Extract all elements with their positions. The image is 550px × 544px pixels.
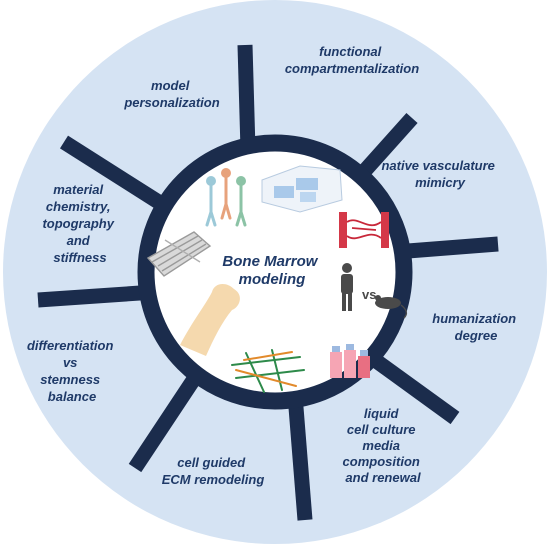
vs-text: vs <box>362 287 376 302</box>
segment-label-differentiation-vs-stemness: differentiation vs stemness balance <box>27 338 117 404</box>
divider-bottom-right <box>370 353 460 425</box>
compartment-blocks-icon <box>261 165 343 213</box>
segment-label-functional-compartmentalization: functional compartmentalization <box>285 44 419 76</box>
segment-label-material-chemistry: material chemistry, topography and stiff… <box>42 182 117 265</box>
culture-bottles-icon <box>330 344 370 378</box>
divider-spokes <box>37 44 499 521</box>
human-silhouettes-icon <box>205 168 247 227</box>
ecm-fibers-icon <box>231 349 305 393</box>
vasculature-icon <box>339 212 389 248</box>
divider-left <box>37 284 156 308</box>
divider-bottom-left <box>128 365 207 473</box>
segment-label-model-personalization: model personalization <box>123 78 219 110</box>
divider-top <box>237 44 256 151</box>
center-title: Bone Marrow modeling <box>222 253 321 288</box>
bone-icon <box>180 283 240 356</box>
divider-bottom <box>287 394 313 521</box>
divider-top-left <box>59 135 173 215</box>
divider-right <box>394 236 499 260</box>
segment-label-native-vasculature-mimicry: native vasculature mimicry <box>381 158 498 190</box>
segment-label-humanization-degree: humanization degree <box>432 311 519 343</box>
center-illustrations: vs <box>146 165 408 393</box>
segment-label-liquid-cell-culture-media: liquid cell culture media composition an… <box>343 406 424 485</box>
scaffold-mesh-icon <box>146 231 212 277</box>
segment-label-cell-guided-ecm-remodeling: cell guided ECM remodeling <box>162 455 265 487</box>
human-vs-mouse-icon <box>341 263 408 319</box>
